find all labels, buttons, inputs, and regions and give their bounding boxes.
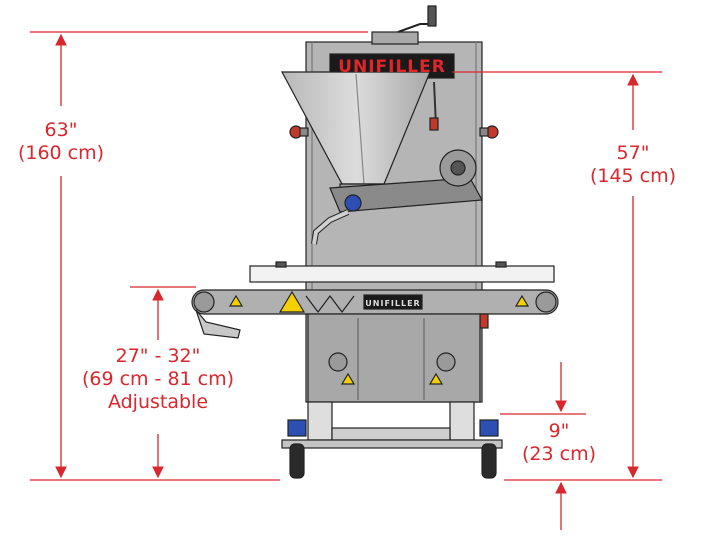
crank-housing	[371, 31, 419, 45]
overall-height-imperial: 63"	[44, 119, 78, 141]
ground-clearance-imperial: 9"	[548, 420, 570, 442]
base-frame	[281, 439, 503, 449]
dimension-lines	[30, 31, 662, 530]
conveyor-label-plate	[363, 294, 423, 310]
machine-illustration	[191, 5, 559, 479]
overall-height-label: 63" (160 cm)	[2, 119, 120, 165]
upper-table	[249, 265, 555, 283]
left-leg	[307, 401, 333, 441]
hopper-height-imperial: 57"	[616, 142, 650, 164]
overall-height-metric: (160 cm)	[17, 142, 105, 164]
right-caster-bracket	[479, 419, 499, 437]
conveyor-height-imperial: 27" - 32"	[115, 345, 201, 367]
valve-knob	[344, 194, 362, 212]
conveyor-brand-text: UNIFILLER	[365, 299, 420, 308]
conveyor-height-metric: (69 cm - 81 cm)	[81, 368, 235, 390]
hopper-height-label: 57" (145 cm)	[574, 142, 692, 188]
ground-clearance-label: 9" (23 cm)	[506, 420, 612, 466]
ground-clearance-metric: (23 cm)	[522, 443, 596, 465]
crank-handle	[397, 23, 432, 33]
hopper-height-metric: (145 cm)	[589, 165, 677, 187]
brand-logo-text: UNIFILLER	[338, 57, 446, 77]
right-leg	[449, 401, 475, 441]
conveyor-height-label: 27" - 32" (69 cm - 81 cm) Adjustable	[58, 345, 258, 414]
right-caster-wheel	[481, 443, 497, 479]
left-caster-bracket	[287, 419, 307, 437]
conveyor-bracket	[195, 309, 241, 339]
pump-arm	[329, 177, 483, 213]
conveyor-height-note: Adjustable	[107, 391, 209, 413]
left-caster-wheel	[289, 443, 305, 479]
warning-decal-left	[278, 290, 306, 313]
